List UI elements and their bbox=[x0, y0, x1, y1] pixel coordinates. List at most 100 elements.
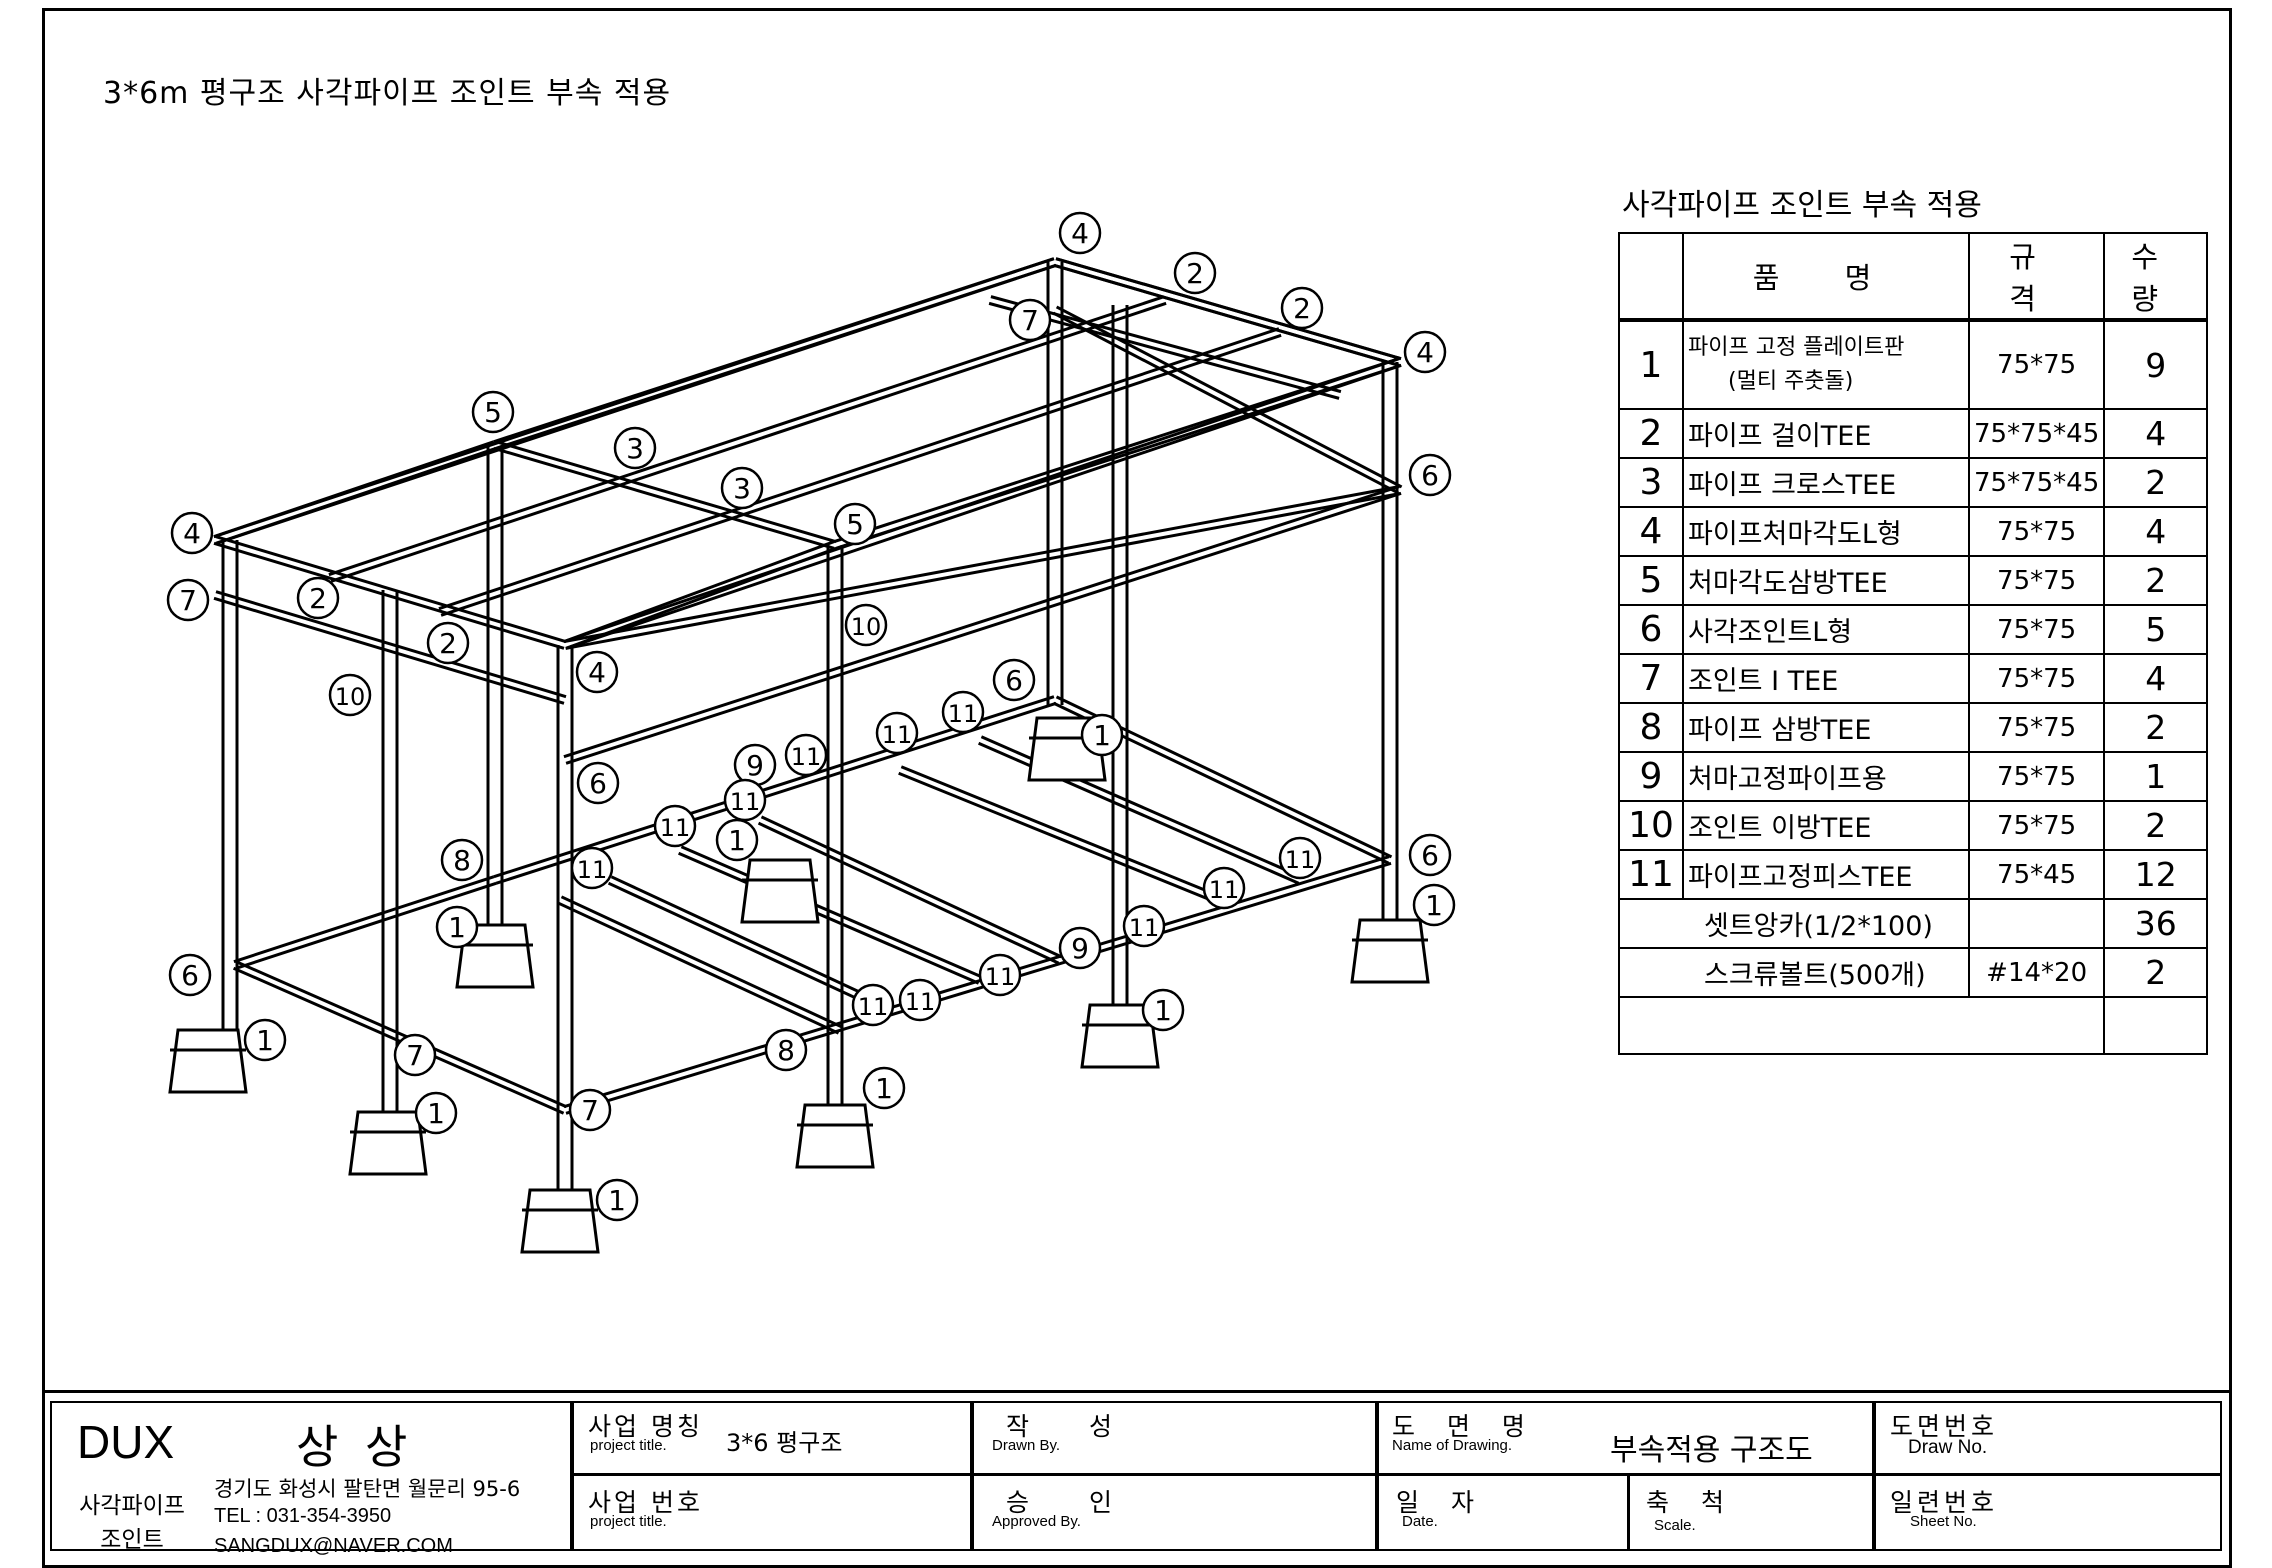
company-address: 경기도 화성시 팔탄면 월문리 95-6 bbox=[214, 1477, 521, 1501]
part-spec: 75*75 bbox=[1967, 318, 2106, 410]
pipe-edge bbox=[565, 491, 1402, 765]
callout-6: 6 bbox=[1408, 833, 1452, 877]
date-label-en: Date. bbox=[1402, 1513, 1438, 1530]
header-no bbox=[1618, 232, 1684, 321]
callout-number: 3 bbox=[626, 432, 644, 465]
callout-circle bbox=[851, 983, 895, 1027]
callout-number: 1 bbox=[256, 1024, 274, 1057]
callout-circle bbox=[243, 1018, 287, 1062]
drawing-title: 3*6m 평구조 사각파이프 조인트 부속 적용 bbox=[103, 76, 672, 111]
pipe-edge bbox=[213, 440, 495, 539]
callout-circle bbox=[170, 511, 214, 555]
pipe-edge bbox=[213, 541, 565, 650]
extra-spec: #14*20 bbox=[1967, 947, 2106, 998]
pipe-edge bbox=[610, 875, 893, 1009]
extra-qty: 36 bbox=[2103, 898, 2209, 949]
callout-11: 11 bbox=[941, 690, 985, 734]
drawn-label: 작 성 bbox=[1006, 1412, 1138, 1441]
callout-number: 5 bbox=[484, 396, 502, 429]
callout-7: 7 bbox=[1008, 298, 1052, 342]
pipe-edge bbox=[1053, 263, 1400, 367]
callout-number: 7 bbox=[1021, 304, 1039, 337]
part-name: 조인트 I TEE bbox=[1682, 653, 1970, 704]
part-no: 6 bbox=[1618, 604, 1684, 655]
pipe-edge bbox=[1052, 311, 1400, 495]
pipe-edge bbox=[495, 263, 1057, 450]
header-name: 품 명 bbox=[1682, 232, 1970, 321]
callout-number: 4 bbox=[183, 517, 201, 550]
callout-circle bbox=[1141, 988, 1185, 1032]
callout-circle bbox=[720, 466, 764, 510]
pipe-edge bbox=[900, 765, 1222, 899]
pipe-edge bbox=[330, 301, 1167, 583]
callout-10: 10 bbox=[844, 603, 888, 647]
part-qty: 5 bbox=[2103, 604, 2209, 655]
callout-circle bbox=[1278, 836, 1322, 880]
callout-3: 3 bbox=[720, 466, 764, 510]
callout-circle bbox=[393, 1033, 437, 1077]
part-name: 조인트 이방TEE bbox=[1682, 800, 1970, 851]
callout-circle bbox=[941, 690, 985, 734]
callout-circle bbox=[784, 733, 828, 777]
callout-number: 11 bbox=[577, 856, 608, 884]
pipe-edge bbox=[235, 960, 568, 1109]
drawing-name: 부속적용 구조도 bbox=[1610, 1433, 1813, 1468]
callout-circle bbox=[1408, 453, 1452, 497]
callout-circle bbox=[435, 905, 479, 949]
scale-label: 축 척 bbox=[1646, 1488, 1736, 1517]
table-row: 셋트앙카(1/2*100)36 bbox=[1618, 898, 2209, 949]
part-qty: 4 bbox=[2103, 653, 2209, 704]
part-no: 5 bbox=[1618, 555, 1684, 606]
callout-2: 2 bbox=[426, 621, 470, 665]
approved-label-en: Approved By. bbox=[992, 1513, 1081, 1530]
part-qty: 1 bbox=[2103, 751, 2209, 802]
company-tel: TEL : 031-354-3950 bbox=[214, 1505, 392, 1527]
pipe-edge bbox=[233, 875, 495, 964]
callout-1: 1 bbox=[1141, 988, 1185, 1032]
callout-9: 9 bbox=[1058, 926, 1102, 970]
part-qty: 4 bbox=[2103, 506, 2209, 557]
callout-11: 11 bbox=[1202, 866, 1246, 910]
callout-circle bbox=[1080, 713, 1124, 757]
parts-table-caption: 사각파이프 조인트 부속 적용 bbox=[1622, 188, 1982, 223]
callout-7: 7 bbox=[568, 1088, 612, 1132]
callout-circle bbox=[723, 778, 767, 822]
part-spec: 75*75 bbox=[1967, 555, 2106, 606]
part-name: 파이프 걸이TEE bbox=[1682, 408, 1970, 459]
part-spec: 75*75*45 bbox=[1967, 408, 2106, 459]
callout-number: 10 bbox=[335, 683, 366, 711]
pipe-edge bbox=[215, 590, 567, 699]
callout-number: 1 bbox=[448, 911, 466, 944]
callout-3: 3 bbox=[613, 426, 657, 470]
callout-4: 4 bbox=[170, 511, 214, 555]
callout-number: 6 bbox=[181, 959, 199, 992]
callout-1: 1 bbox=[414, 1091, 458, 1135]
callout-4: 4 bbox=[1403, 330, 1447, 374]
callout-number: 7 bbox=[179, 584, 197, 617]
callout-11: 11 bbox=[723, 778, 767, 822]
part-no: 4 bbox=[1618, 506, 1684, 557]
part-no: 7 bbox=[1618, 653, 1684, 704]
callout-number: 11 bbox=[791, 743, 822, 771]
callout-circle bbox=[1058, 926, 1102, 970]
part-spec: 75*75 bbox=[1967, 800, 2106, 851]
company-logo-text: DUX bbox=[77, 1416, 175, 1468]
pipe-edge bbox=[565, 861, 1392, 1115]
part-qty: 12 bbox=[2103, 849, 2209, 900]
callout-number: 5 bbox=[846, 508, 864, 541]
callout-circle bbox=[568, 1088, 612, 1132]
pipe-edge bbox=[213, 596, 565, 705]
callout-circle bbox=[426, 621, 470, 665]
part-name: 파이프 고정 플레이트판(멀티 주춧돌) bbox=[1682, 318, 1970, 410]
callout-number: 10 bbox=[851, 613, 882, 641]
callout-number: 11 bbox=[1209, 876, 1240, 904]
callout-11: 11 bbox=[1278, 836, 1322, 880]
footing-block bbox=[520, 1188, 600, 1254]
pipe-edge bbox=[493, 257, 1055, 444]
part-no: 11 bbox=[1618, 849, 1684, 900]
callout-number: 6 bbox=[1421, 459, 1439, 492]
part-qty: 2 bbox=[2103, 702, 2209, 753]
part-no: 9 bbox=[1618, 751, 1684, 802]
part-name: 파이프 크로스TEE bbox=[1682, 457, 1970, 508]
